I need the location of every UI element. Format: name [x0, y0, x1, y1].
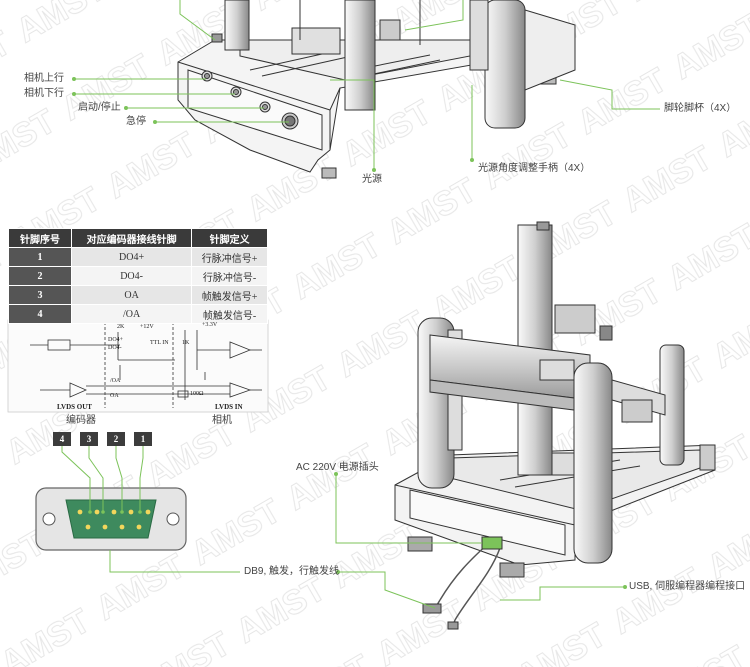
table-row: 3 OA 帧触发信号+	[8, 285, 268, 305]
circuit-schematic	[7, 319, 269, 413]
circuit-do4m: DO4-	[108, 345, 122, 351]
header-pin-definition: 针脚定义	[191, 228, 268, 248]
table-row: 2 DO4- 行脉冲信号-	[8, 266, 268, 286]
db9-pin-label: 3	[80, 432, 98, 446]
top-machine	[177, 0, 576, 179]
label-start-stop: 启动/停止	[78, 102, 121, 113]
power-socket	[481, 536, 503, 550]
db9-plug	[422, 603, 442, 614]
pin-number: 4	[8, 304, 72, 324]
pin-definition: 行脉冲信号-	[191, 266, 268, 286]
circuit-lvds-out: LVDS OUT	[57, 403, 92, 411]
db9-pin-label: 4	[53, 432, 71, 446]
circuit-v33: +3.3V	[202, 322, 218, 328]
circuit-res-1k: 1K	[182, 340, 190, 346]
pin-definition: 帧触发信号-	[191, 304, 268, 324]
bottom-leaders	[335, 474, 625, 609]
pin-signal: OA	[70, 285, 193, 305]
db9-pin-label: 2	[107, 432, 125, 446]
circuit-oa-n: /OA	[110, 378, 121, 384]
label-db9: DB9, 触发，行触发线	[244, 566, 340, 577]
header-encoder-pin: 对应编码器接线针脚	[70, 228, 193, 248]
pin-signal: DO4-	[70, 266, 193, 286]
pin-number: 2	[8, 266, 72, 286]
pin-definition: 帧触发信号+	[191, 285, 268, 305]
pin-number: 1	[8, 247, 72, 267]
usb-plug	[447, 621, 459, 630]
top-leaders	[74, 0, 660, 170]
label-usb: USB, 伺服编程器编程接口	[629, 581, 746, 592]
db9-pin-dots	[88, 510, 142, 514]
pin-signal: /OA	[70, 304, 193, 324]
circuit-lvds-in: LVDS IN	[215, 403, 243, 411]
pin-number: 3	[8, 285, 72, 305]
db9-connector	[35, 487, 187, 551]
label-light-source: 光源	[362, 174, 382, 185]
table-row: 4 /OA 帧触发信号-	[8, 304, 268, 324]
top-leader-dots	[72, 77, 474, 172]
pin-signal: DO4+	[70, 247, 193, 267]
circuit-res-2k: 2K	[117, 324, 125, 330]
header-pin-number: 针脚序号	[8, 228, 72, 248]
bottom-leader-dots	[334, 472, 627, 589]
label-camera-down: 相机下行	[24, 88, 64, 99]
label-encoder: 编码器	[66, 415, 96, 426]
pin-definition: 行脉冲信号+	[191, 247, 268, 267]
db9-pin-label: 1	[134, 432, 152, 446]
circuit-ttl-in: TTL IN	[150, 340, 169, 346]
db9-pin-leaders	[61, 446, 240, 573]
label-ac-socket: AC 220V 电源插头	[296, 462, 379, 473]
circuit-do4p: DO4+	[108, 337, 124, 343]
table-header-row: 针脚序号 对应编码器接线针脚 针脚定义	[8, 228, 268, 248]
label-camera: 相机	[212, 415, 232, 426]
circuit-r100: 100Ω	[190, 391, 204, 397]
label-camera-up: 相机上行	[24, 73, 64, 84]
bottom-machine	[394, 221, 716, 578]
pin-definition-table: 针脚序号 对应编码器接线针脚 针脚定义 1 DO4+ 行脉冲信号+ 2 DO4-…	[8, 228, 268, 324]
table-row: 1 DO4+ 行脉冲信号+	[8, 247, 268, 267]
label-caster: 脚轮脚杯（4X）	[664, 103, 737, 114]
circuit-v12: +12V	[140, 324, 154, 330]
label-light-handle: 光源角度调整手柄（4X）	[478, 163, 591, 174]
label-estop: 急停	[126, 116, 146, 127]
circuit-oa: OA	[110, 393, 119, 399]
